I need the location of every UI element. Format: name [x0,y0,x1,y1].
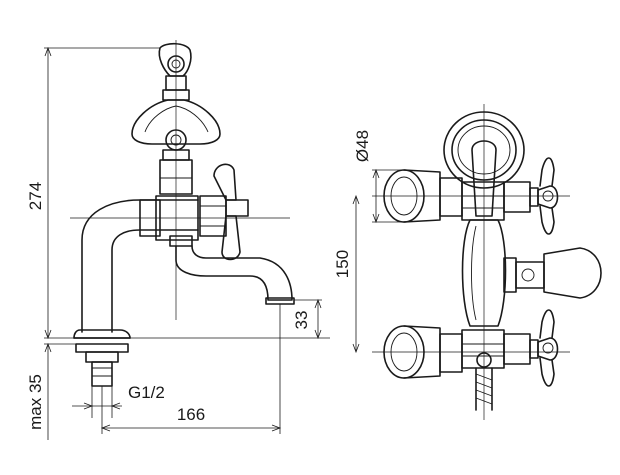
central-column [461,181,507,327]
faucet-body [81,195,295,333]
shower-holder [158,42,192,101]
side-handle [199,163,249,261]
front-view: Ø48 150 [333,104,602,420]
lower-right-cross-handle [503,309,559,387]
total-height-label: 274 [26,182,45,210]
thread-label: G1/2 [128,383,165,402]
handle-diameter-label: Ø48 [353,130,372,162]
center-distance-label: 150 [333,250,352,278]
max-depth-label: max 35 [26,374,45,430]
side-view: 274 33 max 35 G1/2 166 [26,40,330,440]
lower-fitting [461,329,505,369]
threaded-connection [75,343,129,387]
spout-height-label: 33 [292,311,311,330]
spout-reach-label: 166 [177,405,205,424]
upper-right-cross-handle [503,157,559,235]
front-spout [503,247,602,299]
